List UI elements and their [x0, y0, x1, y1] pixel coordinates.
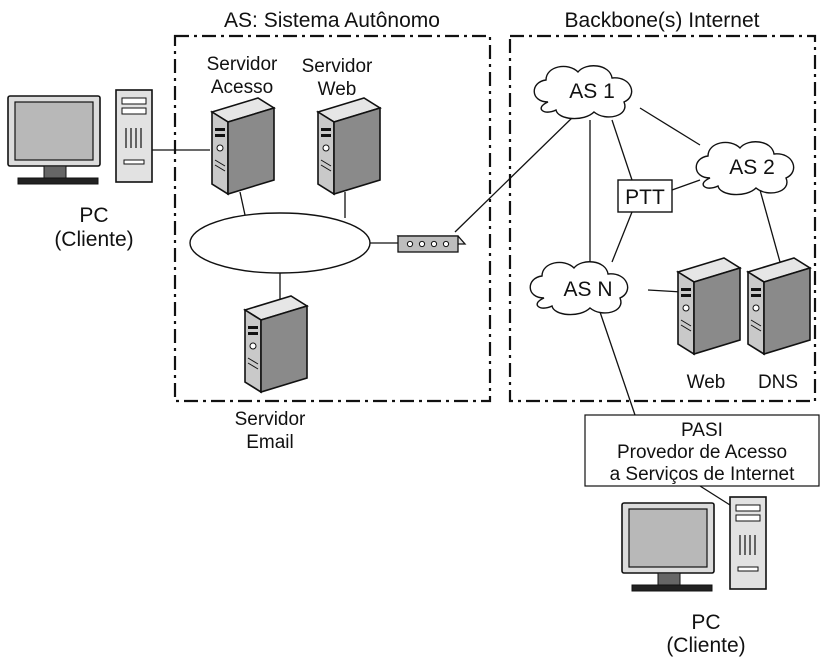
server-email-icon — [244, 295, 308, 393]
as-boundary — [173, 34, 492, 403]
pc-left-label-1: PC — [79, 204, 108, 227]
backbone-title: Backbone(s) Internet — [565, 9, 760, 32]
server-dns-icon — [747, 257, 811, 355]
dns-label: DNS — [758, 372, 798, 393]
as1-label: AS 1 — [569, 80, 615, 103]
pasi-label-2: Provedor de Acesso — [617, 442, 787, 463]
asn-label: AS N — [563, 278, 612, 301]
as2-label: AS 2 — [729, 156, 775, 179]
web-label: Web — [687, 372, 726, 393]
pc-client-left — [7, 89, 153, 185]
pc-client-right — [621, 496, 767, 592]
srv-acesso-label-2: Acesso — [211, 77, 273, 98]
router-icon — [396, 235, 467, 253]
as-title: AS: Sistema Autônomo — [224, 9, 440, 32]
pc-right-label-2: (Cliente) — [666, 634, 745, 657]
ptt-label: PTT — [625, 186, 665, 209]
server-web-backbone-icon — [677, 257, 741, 355]
pasi-box — [584, 414, 820, 487]
srv-email-label-2: Email — [246, 432, 294, 453]
srv-web-label-2: Web — [318, 79, 357, 100]
lan-segment — [189, 212, 371, 274]
server-acesso-icon — [211, 97, 275, 195]
backbone-boundary — [508, 34, 817, 403]
pasi-label-1: PASI — [681, 420, 723, 441]
pc-right-label-1: PC — [691, 611, 720, 634]
ptt-box — [617, 179, 673, 213]
srv-email-label-1: Servidor — [235, 409, 306, 430]
srv-acesso-label-1: Servidor — [207, 54, 278, 75]
pc-left-label-2: (Cliente) — [54, 228, 133, 251]
srv-web-label-1: Servidor — [302, 56, 373, 77]
server-web-icon — [317, 97, 381, 195]
pasi-label-3: a Serviços de Internet — [610, 464, 796, 485]
